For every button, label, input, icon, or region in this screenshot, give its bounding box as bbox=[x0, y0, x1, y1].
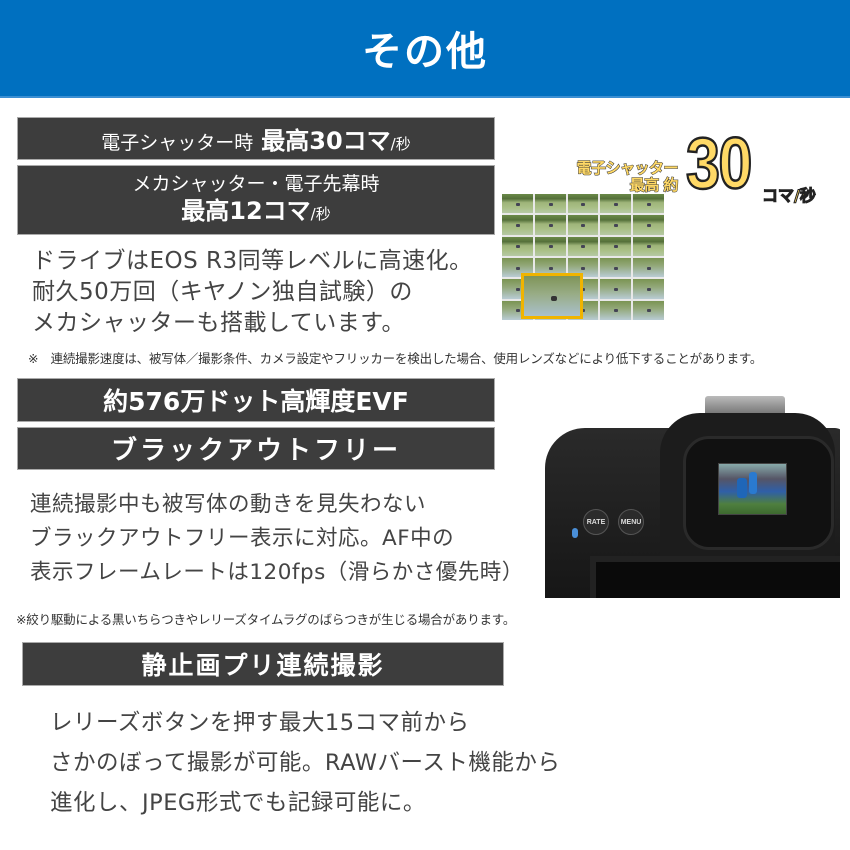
electronic-shutter-label: 電子シャッター時 bbox=[101, 132, 254, 154]
body-line: ドライブはEOS R3同等レベルに高速化。 bbox=[32, 248, 473, 274]
blackout-free-bar: ブラックアウトフリー bbox=[18, 428, 494, 469]
burst-label: 電子シャッター 最高 約 bbox=[576, 159, 679, 194]
aperture-note: ※絞り駆動による黒いちらつきやレリーズタイムラグのばらつきが生じる場合があります… bbox=[16, 612, 516, 627]
camera-evf-image: RATE MENU bbox=[540, 388, 840, 598]
per-second-unit: /秒 bbox=[390, 135, 411, 153]
mechanical-shutter-label: メカシャッター・電子先幕時 bbox=[132, 172, 380, 195]
electronic-shutter-speed: 最高30コマ bbox=[261, 127, 391, 155]
electronic-shutter-bar: 電子シャッター時 最高30コマ /秒 bbox=[18, 118, 494, 159]
mechanical-shutter-speed: 最高12コマ bbox=[181, 196, 311, 225]
body-line: レリーズボタンを押す最大15コマ前から bbox=[50, 710, 470, 736]
burst-number: 30 bbox=[685, 124, 754, 204]
body-line: ブラックアウトフリー表示に対応。AF中の bbox=[30, 526, 455, 551]
body-line: 進化し、JPEG形式でも記録可能に。 bbox=[50, 790, 426, 816]
menu-button: MENU bbox=[618, 509, 644, 535]
body-line: メカシャッターも搭載しています。 bbox=[32, 310, 406, 336]
hot-shoe bbox=[705, 396, 785, 418]
page-title: その他 bbox=[362, 29, 488, 75]
rate-button: RATE bbox=[583, 509, 609, 535]
burst-unit: コマ/秒 bbox=[762, 186, 817, 206]
burst-frame-grid bbox=[502, 194, 664, 320]
drive-description: ドライブはEOS R3同等レベルに高速化。 耐久50万回（キヤノン独自試験）の … bbox=[32, 246, 473, 339]
blackout-free-description: 連続撮影中も被写体の動きを見失わない ブラックアウトフリー表示に対応。AF中の … bbox=[30, 488, 524, 590]
highlighted-frame bbox=[521, 273, 583, 319]
burst-speed-note: ※ 連続撮影速度は、被写体／撮影条件、カメラ設定やフリッカーを検出した場合、使用… bbox=[28, 351, 763, 366]
microphone-icon bbox=[572, 528, 578, 538]
body-line: 連続撮影中も被写体の動きを見失わない bbox=[30, 492, 427, 517]
mechanical-shutter-bar: メカシャッター・電子先幕時 最高12コマ /秒 bbox=[18, 166, 494, 234]
body-line: 耐久50万回（キヤノン独自試験）の bbox=[32, 279, 413, 305]
rear-lcd bbox=[590, 556, 840, 598]
body-line: 表示フレームレートは120fps（滑らかさ優先時） bbox=[30, 560, 524, 585]
pre-continuous-description: レリーズボタンを押す最大15コマ前から さかのぼって撮影が可能。RAWバースト機… bbox=[50, 703, 560, 823]
evf-bar: 約576万ドット高輝度EVF bbox=[18, 379, 494, 421]
per-second-unit: /秒 bbox=[310, 204, 331, 223]
page-header: その他 bbox=[0, 0, 850, 98]
evf-display bbox=[718, 463, 787, 515]
burst-graphic: 電子シャッター 最高 約 30 コマ/秒 bbox=[500, 124, 850, 328]
pre-continuous-bar: 静止画プリ連続撮影 bbox=[23, 643, 503, 685]
body-line: さかのぼって撮影が可能。RAWバースト機能から bbox=[50, 750, 561, 776]
